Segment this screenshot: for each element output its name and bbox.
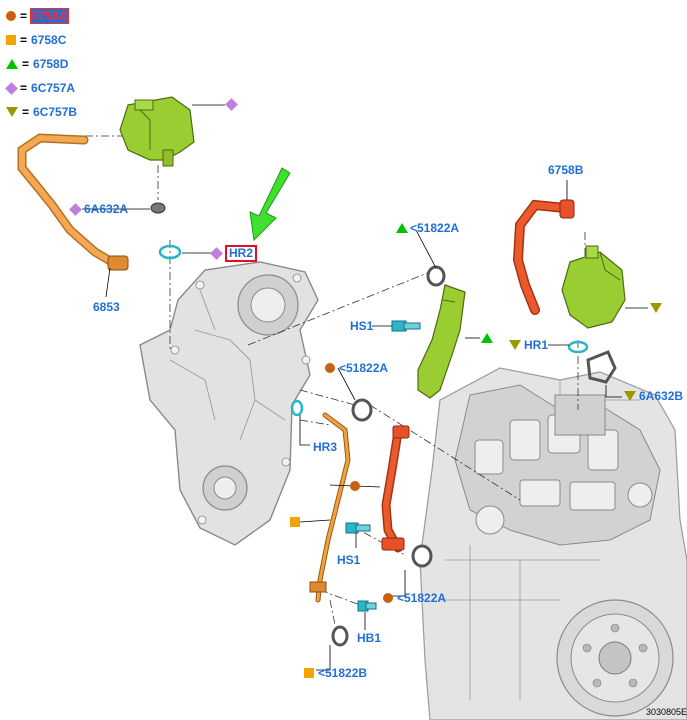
legend-part-label: 6C757A [31,81,76,95]
callout-51822A-mid[interactable]: <51822A [325,361,388,375]
hose-6758B [512,199,575,315]
hose-6853 [17,133,129,271]
pipe-6758A [381,425,410,553]
bolt-hs1-upper [391,320,421,332]
bracket-6758D [417,284,466,399]
diamond-icon [69,202,82,216]
triangle-down-icon [6,107,18,117]
legend-part-label: 6758D [33,57,69,71]
circle-icon [383,593,393,603]
callout-hs1-lower[interactable]: HS1 [337,553,361,567]
triangle-down-icon [509,340,521,350]
engine-block [419,367,687,720]
bolt-hs1-lower [345,522,371,534]
reservoir-top-left [119,96,195,167]
legend-part-label: 6C757B [33,105,78,119]
callout-6853[interactable]: 6853 [93,300,120,314]
legend: = 6758A = 6758C = 6758D = 6C757A = 6C757… [5,4,116,124]
tube-6758C [309,412,351,603]
callout-6758B[interactable]: 6758B [548,163,584,177]
seal-51822A-mid [351,398,373,422]
callout-hr1[interactable]: HR1 [509,338,548,352]
triangle-up-icon [396,223,408,233]
square-icon [304,668,314,678]
cap-6A632A [150,202,166,214]
square-icon [6,35,16,45]
triangle-down-icon [624,391,636,401]
legend-part-label: 6758A [30,8,70,24]
triangle-up-icon [6,59,18,69]
leader-lines [82,104,648,671]
circle-icon [6,11,16,21]
housing-6758B [561,245,626,329]
callout-51822A-low[interactable]: <51822A [383,591,446,605]
bolt-hb1 [357,600,377,612]
timing-cover [139,261,319,546]
callout-hr3[interactable]: HR3 [313,440,338,454]
callout-hb1[interactable]: HB1 [357,631,382,645]
diamond-icon [5,81,18,95]
legend-row-6758D[interactable]: = 6758D [6,52,116,76]
oring-hr1 [567,340,589,354]
pointer-arrow [249,167,291,242]
callout-51822A-top[interactable]: <51822A [396,221,459,235]
diamond-icon [210,247,223,260]
square-icon [290,517,300,527]
legend-row-6758C[interactable]: = 6758C [6,28,116,52]
clip-hr3 [290,399,304,417]
callout-hr2[interactable]: HR2 [210,245,258,262]
callout-hs1-upper[interactable]: HS1 [350,319,374,333]
gasket-6A632B [586,350,617,384]
seal-51822A-low [411,544,433,568]
seal-51822B [331,625,349,647]
triangle-up-icon [481,333,493,343]
oring-hr2 [158,244,182,260]
legend-row-6C757A[interactable]: = 6C757A [5,76,116,100]
reference-id: 3030805E [645,707,687,717]
seal-51822A-top [426,265,446,287]
callout-6A632B[interactable]: 6A632B [624,389,683,403]
legend-row-6C757B[interactable]: = 6C757B [6,100,116,124]
legend-part-label: 6758C [31,33,67,47]
callout-6A632A[interactable]: 6A632A [69,202,128,216]
callout-51822B[interactable]: <51822B [304,666,367,680]
circle-icon [350,481,360,491]
legend-row-6758A[interactable]: = 6758A [6,4,116,28]
circle-icon [325,363,335,373]
triangle-down-icon [650,303,662,313]
